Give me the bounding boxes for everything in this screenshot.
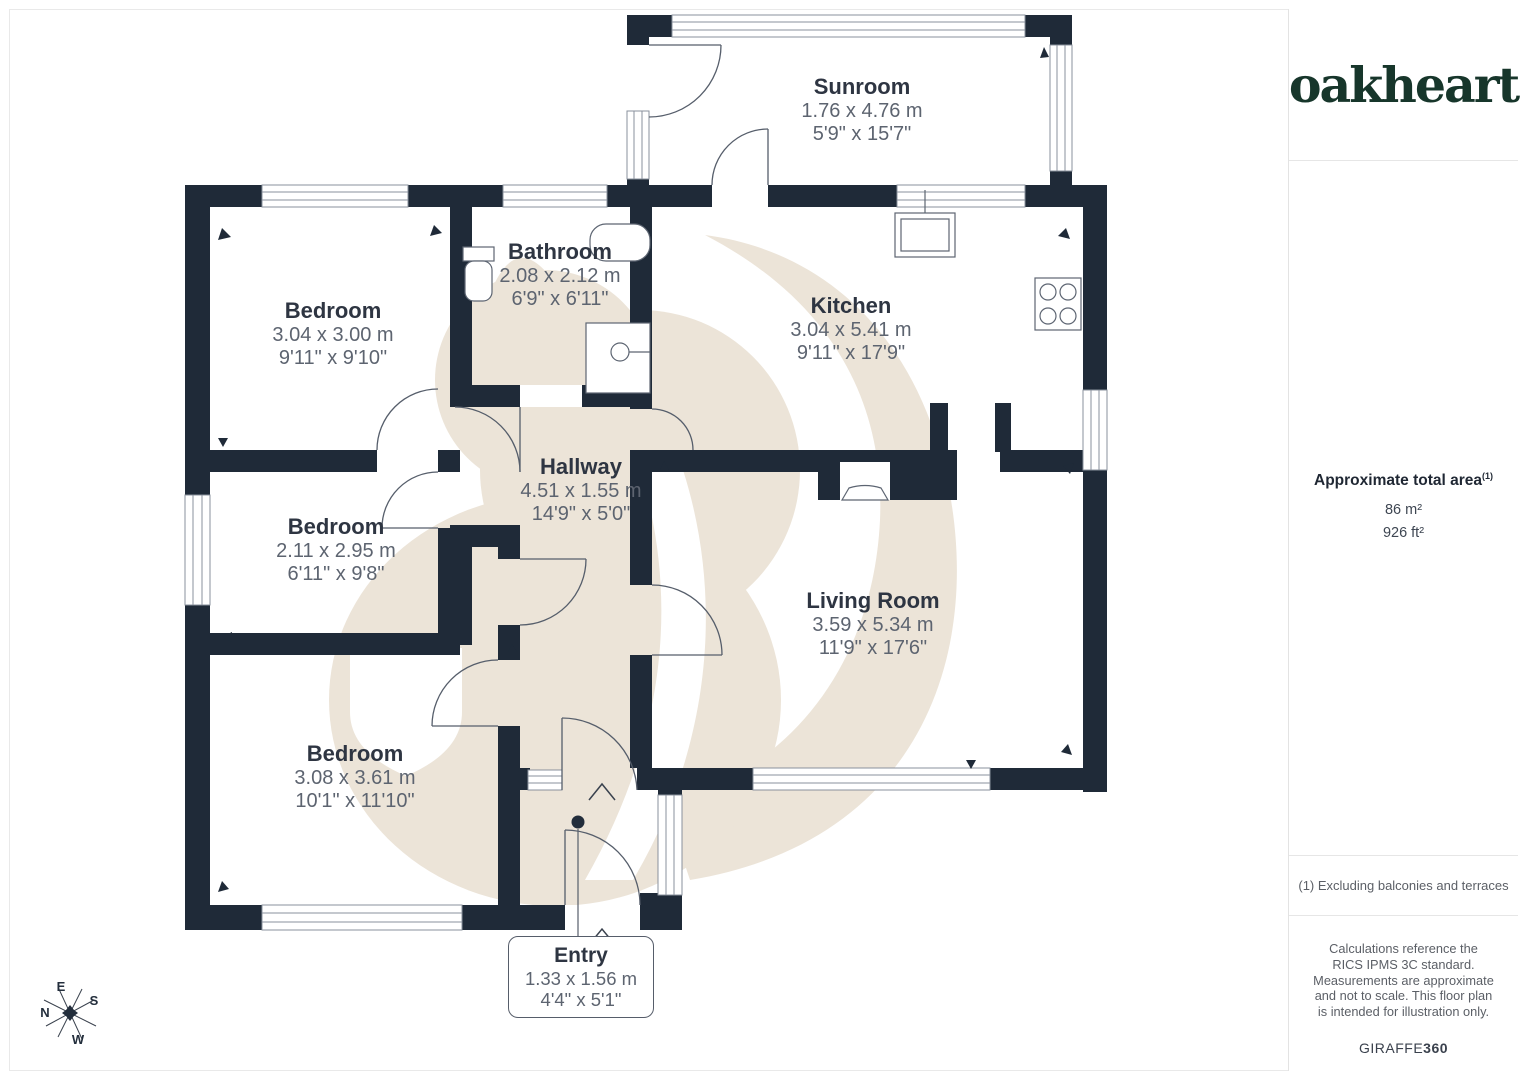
door-arc — [376, 388, 439, 451]
floor-plan: E S N W Sunroom 1.76 x 4.76 m 5'9" x 15'… — [40, 14, 1108, 1047]
room-dim-imperial: 10'1" x 11'10" — [295, 790, 415, 812]
window — [1049, 44, 1073, 172]
room-label-living-room: Living Room 3.59 x 5.34 m 11'9" x 17'6" — [806, 588, 939, 660]
fireplace-hearth — [840, 484, 890, 501]
room-label-bedroom-1: Bedroom 3.04 x 3.00 m 9'11" x 9'10" — [272, 298, 393, 370]
room-dim-metric: 3.08 x 3.61 m — [294, 767, 416, 789]
room-name: Bedroom — [306, 741, 404, 766]
room-dim-metric: 3.04 x 5.41 m — [790, 319, 912, 341]
room-dim-imperial: 9'11" x 9'10" — [278, 347, 388, 369]
room-dim-imperial: 5'9" x 15'7" — [812, 123, 912, 145]
footnote-text: (1) Excluding balconies and terraces — [1298, 878, 1509, 893]
room-dim-metric: 3.59 x 5.34 m — [812, 614, 934, 636]
dimension-arrows — [218, 47, 1074, 892]
room-dim-imperial: 4'4" x 5'1" — [540, 989, 622, 1010]
footnote-reference: (1) — [1481, 471, 1493, 482]
room-dim-imperial: 9'11" x 17'9" — [796, 342, 906, 364]
hob — [1034, 277, 1082, 331]
entry-label-box: Entry 1.33 x 1.56 m 4'4" x 5'1" — [508, 936, 654, 1018]
window — [184, 494, 211, 606]
room-label-bedroom-3: Bedroom 3.08 x 3.61 m 10'1" x 11'10" — [294, 741, 415, 813]
room-name: Living Room — [806, 588, 940, 613]
room-dim-imperial: 6'11" x 9'8" — [287, 563, 385, 585]
room-dim-imperial: 14'9" x 5'0" — [531, 503, 631, 525]
compass-north-label: N — [40, 1005, 49, 1020]
room-dim-metric: 4.51 x 1.55 m — [520, 480, 642, 502]
window — [502, 184, 608, 208]
door-arc — [648, 44, 722, 118]
window — [261, 184, 409, 208]
entry-point-dot — [571, 815, 585, 829]
total-area-metric: 86 m² — [1384, 501, 1423, 518]
room-label-bedroom-2: Bedroom 2.11 x 2.95 m 6'11" x 9'8" — [276, 514, 396, 586]
info-sidebar: oakheart Approximate total area(1) 86 m²… — [1288, 9, 1520, 1071]
window — [626, 110, 650, 180]
compass-east-label: E — [57, 979, 66, 994]
door-arc — [561, 717, 638, 791]
window — [1082, 389, 1108, 471]
door-arc — [651, 584, 723, 656]
room-label-hallway: Hallway 4.51 x 1.55 m 14'9" x 5'0" — [520, 454, 641, 526]
bathtub — [589, 223, 651, 262]
windows — [184, 14, 1108, 931]
window — [657, 794, 683, 896]
room-dim-metric: 2.08 x 2.12 m — [499, 265, 621, 287]
window — [671, 14, 1026, 38]
door-arc — [564, 829, 641, 906]
doors — [376, 44, 769, 906]
compass-rose: E S N W — [40, 979, 98, 1047]
room-dim-imperial: 6'9" x 6'11" — [511, 288, 609, 310]
room-name: Kitchen — [810, 293, 892, 318]
room-label-kitchen: Kitchen 3.04 x 5.41 m 9'11" x 17'9" — [790, 293, 911, 365]
credit-suffix: 360 — [1423, 1039, 1449, 1056]
room-dim-metric: 3.04 x 3.00 m — [272, 324, 394, 346]
room-dim-metric: 1.33 x 1.56 m — [524, 968, 638, 989]
window — [896, 184, 1026, 208]
room-name: Entry — [554, 944, 608, 967]
toilet — [462, 246, 495, 302]
compass-south-label: S — [90, 993, 99, 1008]
room-dim-metric: 2.11 x 2.95 m — [276, 540, 396, 562]
room-dim-metric: 1.76 x 4.76 m — [801, 100, 923, 122]
room-name: Bedroom — [287, 514, 385, 539]
door-arc — [711, 128, 769, 186]
footnote-section: (1) Excluding balconies and terraces — [1289, 856, 1518, 916]
shower — [585, 322, 651, 394]
fixtures — [462, 190, 1082, 501]
door-arc — [651, 408, 694, 451]
door-arc — [431, 659, 499, 727]
disclaimer-section: Calculations reference the RICS IPMS 3C … — [1289, 916, 1518, 1071]
room-name: Bathroom — [508, 239, 612, 264]
room-name: Sunroom — [813, 74, 911, 99]
total-area-title: Approximate total area(1) — [1314, 471, 1493, 490]
brand-header: oakheart — [1288, 9, 1520, 161]
credit-prefix: GIRAFFE — [1358, 1039, 1424, 1056]
oakheart-logo: oakheart — [1288, 55, 1520, 114]
room-dim-imperial: 11'9" x 17'6" — [818, 637, 928, 659]
giraffe360-credit: GIRAFFE360 — [1289, 1040, 1518, 1056]
total-area-imperial: 926 ft² — [1382, 524, 1425, 541]
door-arc — [454, 406, 521, 473]
compass-west-label: W — [72, 1032, 85, 1047]
floorplan-svg: E S N W — [40, 14, 1108, 1047]
total-area-section: Approximate total area(1) 86 m² 926 ft² — [1289, 161, 1518, 856]
room-label-bathroom: Bathroom 2.08 x 2.12 m 6'9" x 6'11" — [499, 239, 620, 311]
door-arc — [519, 558, 587, 626]
room-name: Bedroom — [284, 298, 382, 323]
kitchen-sink — [894, 190, 956, 258]
door-arc — [381, 471, 439, 529]
window — [261, 904, 463, 931]
entry-steps — [527, 769, 563, 791]
entry-direction-arrow — [588, 782, 616, 801]
room-label-sunroom: Sunroom 1.76 x 4.76 m 5'9" x 15'7" — [801, 74, 922, 146]
room-name: Hallway — [540, 454, 622, 479]
total-area-title-text: Approximate total area — [1314, 472, 1482, 490]
disclaimer-text: Calculations reference the RICS IPMS 3C … — [1313, 941, 1494, 1020]
window — [752, 767, 991, 791]
